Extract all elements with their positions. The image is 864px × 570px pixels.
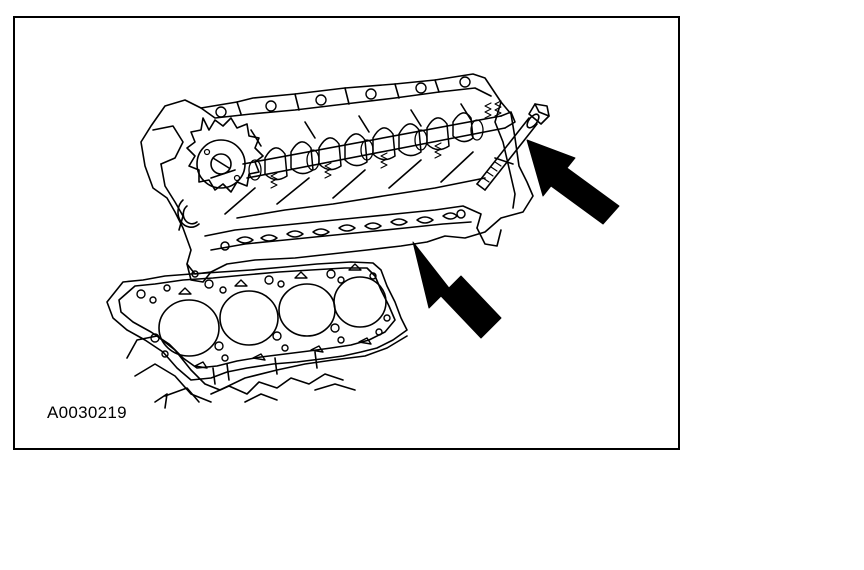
cylinder-head	[140, 73, 534, 283]
head-gasket	[106, 261, 408, 381]
gasket-bore-4	[333, 276, 387, 328]
gasket-bore-1	[158, 299, 220, 357]
camshaft	[242, 100, 516, 189]
gasket-bore-2	[219, 290, 279, 346]
gasket-bore-3	[278, 283, 336, 337]
head-indicator-arrow	[412, 241, 502, 339]
bolt-indicator-arrow	[526, 139, 620, 225]
exploded-view-illustration	[106, 73, 620, 409]
figure-id-label: A0030219	[47, 403, 127, 422]
engine-block	[126, 335, 408, 409]
cam-sprocket	[186, 117, 264, 193]
cylinder-head-bolt	[476, 103, 550, 191]
diagram-frame: A0030219	[13, 16, 680, 450]
